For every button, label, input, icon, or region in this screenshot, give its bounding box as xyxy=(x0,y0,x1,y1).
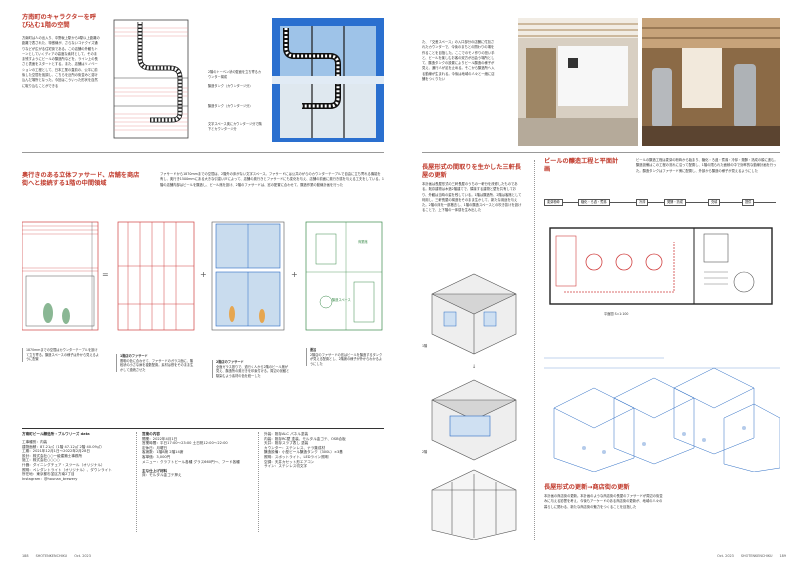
iso-label-2: 2階 xyxy=(422,450,428,454)
data-line: 照明：ペンダントライト（オリジナル）、ダウンライト xyxy=(22,467,112,472)
data-line: メニュー：クラフトビール各種 グラス660円〜、フード各種 xyxy=(142,459,240,464)
caption-row: 1870mmまでの空間はカウンターテーブルを設けて立ち寄る。醸造スペースの様子は… xyxy=(22,348,384,412)
facade-photo xyxy=(272,18,384,142)
left-issue-date: Oct. 2023 xyxy=(74,554,91,558)
caption-1-title: 1870mmまでの空間はカウンターテーブルを設けて立ち寄る。醸造スペースの様子は… xyxy=(26,348,99,362)
diagram-caption-2: 醸造タンク（カウンタージ分） xyxy=(208,84,253,88)
data-col-2: 営業の内容 開業：2022年4月1日 営業時間：平日17:00〜23:00 土日… xyxy=(142,432,252,478)
iso-label-1: 1階 xyxy=(422,344,428,348)
plus-sign-2: + xyxy=(291,270,298,279)
section3-body: 本計画は長屋形式の三軒長屋のうちの一軒分を改修したものである。既存建物は木造2階… xyxy=(422,182,522,213)
data-line: 営業時間：平日17:00〜23:00 土日祝12:00〜22:00 xyxy=(142,441,228,446)
data-line: 照明：スポットライト、LEDライン照明 xyxy=(264,454,329,459)
data-heading: 方南町ビール醸造所・ブルワリーズ data xyxy=(22,432,90,436)
right-magazine-name: SHOTENKENCHIKU xyxy=(740,554,773,558)
section5-title: 長屋形式の更新→商店街の更新 xyxy=(544,484,630,491)
data-col-1: 工事種別：内装 建物面積：87.21㎡（1階 47.12㎡ 2階 40.09㎡）… xyxy=(22,440,130,481)
caption-4-title: 要旨 xyxy=(310,348,317,352)
section4-body: ビールの醸造工程は麦芽の粉砕から始まり、糖化・ろ過・煮沸・冷却・発酵・熟成の順に… xyxy=(636,158,778,173)
data-line: 開業：2022年4月1日 xyxy=(142,436,178,441)
data-col2-heading: 営業の内容 xyxy=(142,432,160,436)
brewing-flow-diagram: 麦芽粉砕 糖化・ろ過・煮沸 冷却 発酵・熟成 充填 提供 xyxy=(544,192,780,218)
data-line: 工期：2021年12月1日〜2022年2月28日 xyxy=(22,449,90,454)
data-line: 定休日：月曜日 xyxy=(142,445,168,450)
drawing-label-seats: 商業席 xyxy=(358,240,368,244)
left-magazine-name: SHOTENKENCHIKU xyxy=(35,554,68,558)
caption-3-title: 2階店のファサード xyxy=(216,360,244,364)
flow-step-3: 冷却 xyxy=(636,199,649,206)
svg-text:↓: ↓ xyxy=(472,364,476,370)
data-line: 工事種別：内装 xyxy=(22,440,48,444)
data-line: 主な仕上げ材料 xyxy=(142,468,168,473)
section3-title: 長屋形式の間取りを生かした三軒長屋の更新 xyxy=(422,164,521,179)
data-line: 醸造設備：小型ビール醸造タンク（300L）×3基 xyxy=(264,450,343,455)
data-block: 方南町ビール醸造所・ブルワリーズ data 工事種別：内装 建物面積：87.21… xyxy=(22,428,384,540)
flow-step-6: 提供 xyxy=(742,199,755,206)
data-line: カウンター：ステンレス、ナラ集成材 xyxy=(264,445,326,450)
caption-3: 2階店のファサード 全面ガラス張りで、道行く人から2階のビール席が見え、醸造所の… xyxy=(212,360,290,379)
right-issue-date: Oct. 2023 xyxy=(717,554,734,558)
drawing-label-brewing: 醸造スペース xyxy=(332,298,351,302)
facade-pipe-diagram: 2階のトーベン状の壁面を立ち寄るカウンター構成 醸造タンク（カウンタージ分） 醸… xyxy=(110,18,265,142)
facade-equation-diagram: = + + 商業席 醸造スペース xyxy=(21,218,384,336)
caption-1: 1870mmまでの空間はカウンターテーブルを設けて立ち寄る。醸造スペースの様子は… xyxy=(22,348,100,362)
caption-2: 1階店のファサード 照明の色に合わせて、ファサードのガラス面に、階段状の小さな扉… xyxy=(116,354,194,373)
data-line: 内装：既存RC壁 塗装、モルタル金ゴテ、OSB合板 xyxy=(264,436,346,441)
data-line: 什器：ダイニングチェア・スツール（オリジナル） xyxy=(22,462,105,467)
section2-title: 奥行きのある立体ファサード、店舗を商店街へと接続する1階の中間領域 xyxy=(22,172,140,187)
data-line: 所在地：東京都杉並区方南2丁目 xyxy=(22,472,75,477)
equals-sign: = xyxy=(102,270,109,279)
interior-photo-2 xyxy=(642,18,780,146)
floor-plan: 平面図 S=1:100 xyxy=(544,222,780,322)
right-top-text: た、「交差スペース」の入口部分の店舗に付加されたカウンターで、今後のまちとの関わ… xyxy=(422,40,495,82)
section5-body: 本計画の商店街の更新。本計画のような商店街の長屋のファサードが周辺の街並みに与え… xyxy=(544,494,663,509)
plus-sign-1: + xyxy=(200,270,207,279)
data-line: 施工：株式会社○○○○ xyxy=(22,458,60,463)
section2-body: ファサードから1870mmまでの空間は、2階外の床がない文字スペース。ファサード… xyxy=(160,172,384,187)
right-footer: Oct. 2023 SHOTENKENCHIKU 189 xyxy=(717,554,786,558)
data-line: 外装：既存ALC パネル塗装 xyxy=(264,432,309,436)
caption-2-text: 照明の色に合わせて、ファサードのガラス面に、階段状の小さな扉を複数配置。素材は鉄… xyxy=(120,358,194,372)
section4-title: ビールの醸造工程と平面計画 xyxy=(544,158,619,173)
data-col-3: 外装：既存ALC パネル塗装 内装：既存RC壁 塗装、モルタル金ゴテ、OSB合板… xyxy=(264,432,384,469)
data-line: Instagram：@hounan_brewery xyxy=(22,476,78,481)
caption-3-text: 全面ガラス張りで、道行く人から2階のビール席が見え、醸造所の奥行きを印象付ける。… xyxy=(216,364,290,378)
data-line: サイン：ステンレス切文字 xyxy=(264,464,308,469)
data-line: 空調：天井カセット形エアコン xyxy=(264,459,315,464)
section1-title: 方南町のキャラクターを呼び込む1階の空間 xyxy=(22,14,97,29)
diagram-caption-4: 文字スペース奥にカウンタージ分で階下とカウンタージ分 xyxy=(208,122,262,131)
right-page: た、「交差スペース」の入口部分の店舗に付加されたカウンターで、今後のまちとの関わ… xyxy=(400,0,800,564)
data-line: 床：モルタル金ゴテ押え xyxy=(142,473,182,478)
right-page-number: 189 xyxy=(779,554,786,558)
flow-step-4: 発酵・熟成 xyxy=(664,199,686,206)
left-page-number: 188 xyxy=(22,554,29,558)
diagram-caption-1: 2階のトーベン状の壁面を立ち寄るカウンター構成 xyxy=(208,70,262,79)
data-line: 天井：既存スラブ表し 塗装 xyxy=(264,441,309,446)
plan-caption: 平面図 S=1:100 xyxy=(604,312,629,316)
data-line: 設計：株式会社○○一級建築士事務所 xyxy=(22,453,83,458)
data-line: 客席数：1階8席 2階14席 xyxy=(142,450,184,455)
caption-2-title: 1階店のファサード xyxy=(120,354,148,358)
flow-step-1: 麦芽粉砕 xyxy=(544,199,563,206)
caption-4-text: 2階店のファサードの窓はビールを醸造するタンクが見える配置とし、2階席の様子が外… xyxy=(310,352,383,366)
flow-step-5: 充填 xyxy=(708,199,721,206)
street-axonometric xyxy=(544,348,780,472)
caption-4: 要旨 2階店のファサードの窓はビールを醸造するタンクが見える配置とし、2階席の様… xyxy=(306,348,384,367)
interior-photo-1 xyxy=(518,18,638,146)
section1-body: 方南町は人の出入り、中野坂上駅から0駅以上距離の距離で表された、特徴線が、さらな… xyxy=(22,36,100,88)
data-line: 客単価：3,000円 xyxy=(142,454,171,459)
flow-step-2: 糖化・ろ過・煮沸 xyxy=(578,199,610,206)
left-footer: 188 SHOTENKENCHIKU Oct. 2023 xyxy=(22,554,91,558)
isometric-sequence: ↓ ↓ 1階 2階 xyxy=(422,264,526,541)
diagram-caption-3: 醸造タンク（カウンタージ分） xyxy=(208,104,253,108)
left-page: 方南町のキャラクターを呼び込む1階の空間 方南町は人の出入り、中野坂上駅から0駅… xyxy=(21,14,384,558)
data-line: 建物面積：87.21㎡（1階 47.12㎡ 2階 40.09㎡） xyxy=(22,444,104,449)
